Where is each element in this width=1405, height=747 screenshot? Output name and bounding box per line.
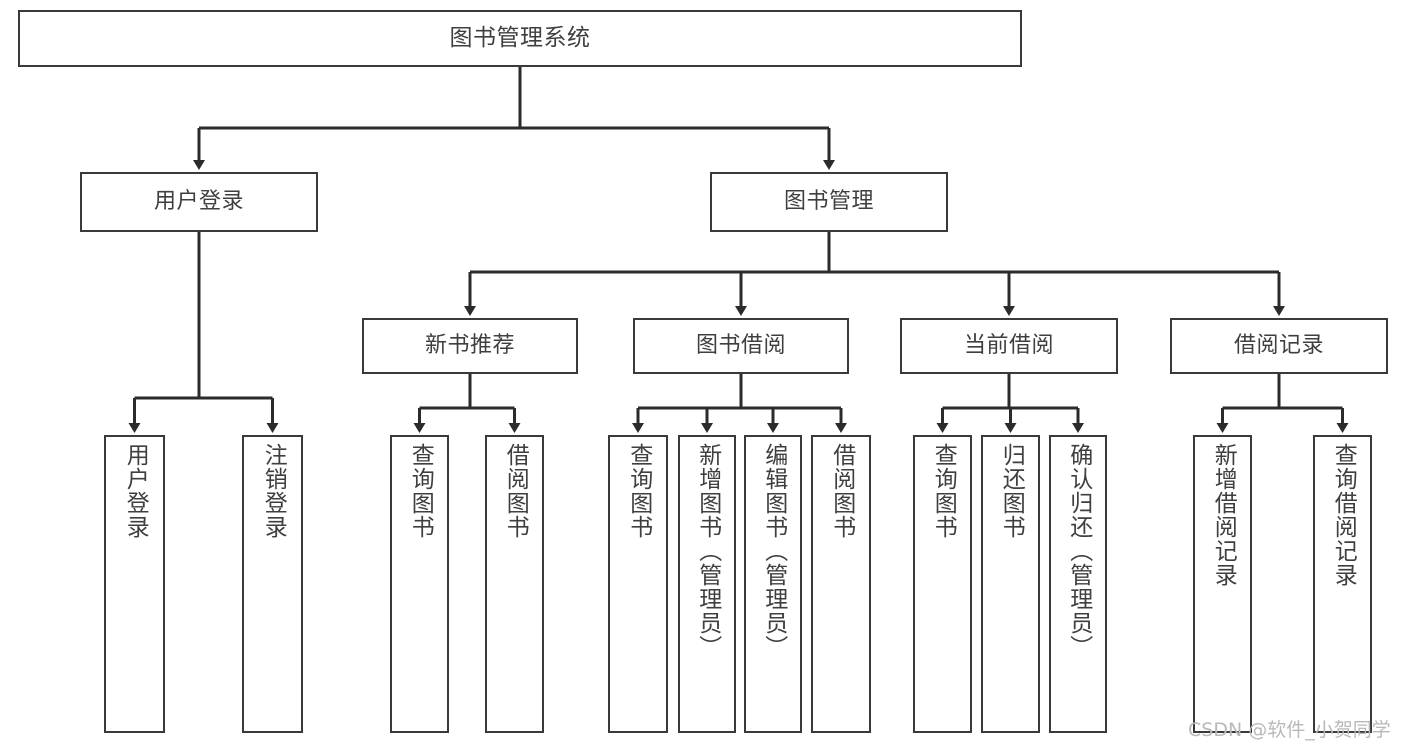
- node-recommend-query-book[interactable]: 查询图书: [390, 435, 449, 733]
- node-borrow-records[interactable]: 借阅记录: [1170, 318, 1388, 374]
- node-borrow-edit-book[interactable]: 编辑图书（管理员）: [744, 435, 802, 733]
- node-recommend-borrow-book[interactable]: 借阅图书: [485, 435, 544, 733]
- node-label-current-return-book: 归还图书: [998, 443, 1025, 539]
- node-root[interactable]: 图书管理系统: [18, 10, 1022, 67]
- node-new-book-recommend[interactable]: 新书推荐: [362, 318, 578, 374]
- node-label-book-management: 图书管理: [783, 189, 874, 215]
- node-borrow-add-book[interactable]: 新增图书（管理员）: [678, 435, 736, 733]
- node-label-user-logout: 注销登录: [260, 443, 287, 539]
- node-borrow-borrow-book[interactable]: 借阅图书: [811, 435, 871, 733]
- node-label-borrow-query-book: 查询图书: [625, 443, 652, 539]
- node-label-records-add: 新增借阅记录: [1210, 443, 1237, 587]
- node-book-management[interactable]: 图书管理: [710, 172, 948, 232]
- node-user-login-do[interactable]: 用户登录: [104, 435, 165, 733]
- node-records-add[interactable]: 新增借阅记录: [1193, 435, 1252, 733]
- csdn-watermark: CSDN @软件_小贺同学: [1188, 719, 1391, 741]
- node-label-borrow-borrow-book: 借阅图书: [828, 443, 855, 539]
- node-borrow-query-book[interactable]: 查询图书: [608, 435, 668, 733]
- node-label-records-query: 查询借阅记录: [1330, 443, 1357, 587]
- node-label-user-login: 用户登录: [153, 189, 244, 215]
- node-current-query-book[interactable]: 查询图书: [913, 435, 972, 733]
- node-current-return-book[interactable]: 归还图书: [981, 435, 1040, 733]
- node-label-recommend-borrow-book: 借阅图书: [502, 443, 529, 539]
- node-user-logout[interactable]: 注销登录: [242, 435, 303, 733]
- node-label-borrow-edit-book: 编辑图书（管理员）: [760, 443, 787, 659]
- node-book-borrow[interactable]: 图书借阅: [633, 318, 849, 374]
- node-records-query[interactable]: 查询借阅记录: [1313, 435, 1372, 733]
- node-label-user-login-do: 用户登录: [122, 443, 149, 539]
- node-label-new-book-recommend: 新书推荐: [424, 333, 515, 359]
- node-label-recommend-query-book: 查询图书: [407, 443, 434, 539]
- node-label-borrow-records: 借阅记录: [1233, 333, 1324, 359]
- node-label-root: 图书管理系统: [449, 24, 591, 51]
- node-label-borrow-add-book: 新增图书（管理员）: [694, 443, 721, 659]
- node-user-login[interactable]: 用户登录: [80, 172, 318, 232]
- node-current-confirm-return[interactable]: 确认归还（管理员）: [1049, 435, 1107, 733]
- node-label-current-borrow: 当前借阅: [963, 333, 1054, 359]
- node-label-current-query-book: 查询图书: [930, 443, 957, 539]
- node-label-book-borrow: 图书借阅: [695, 333, 786, 359]
- node-label-current-confirm-return: 确认归还（管理员）: [1065, 443, 1092, 659]
- node-current-borrow[interactable]: 当前借阅: [900, 318, 1118, 374]
